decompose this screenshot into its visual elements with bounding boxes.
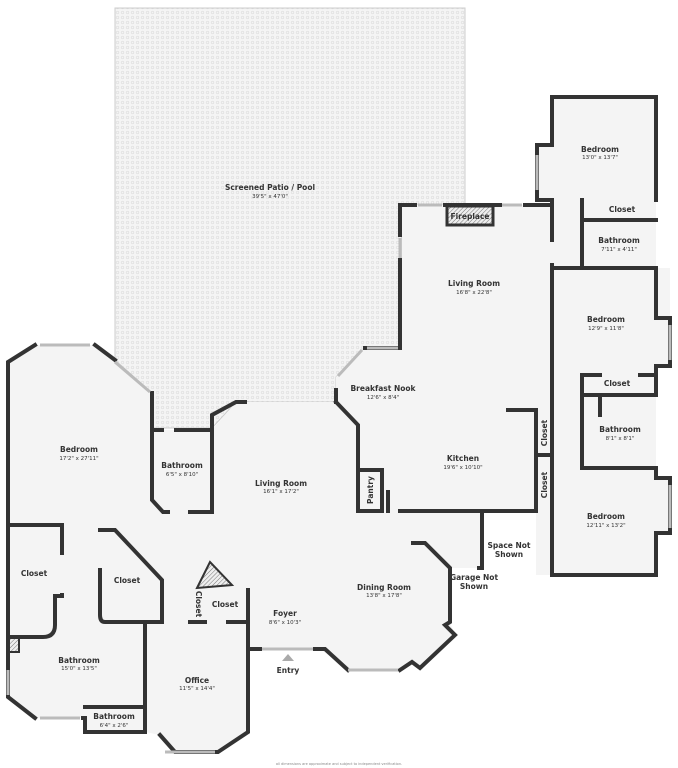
- room-label-closet-k1: Closet: [540, 419, 549, 446]
- svg-text:39'5" x 47'0": 39'5" x 47'0": [252, 194, 288, 200]
- fireplace-hatch: [445, 204, 495, 227]
- svg-text:Kitchen: Kitchen: [447, 454, 479, 463]
- svg-text:Bathroom: Bathroom: [93, 712, 135, 721]
- svg-text:6'4" x 2'6": 6'4" x 2'6": [100, 723, 129, 729]
- room-label-bath-ne: Bathroom 7'11" x 4'11": [598, 236, 640, 253]
- svg-text:16'1" x 17'2": 16'1" x 17'2": [263, 489, 299, 495]
- svg-text:8'1" x 8'1": 8'1" x 8'1": [606, 436, 635, 442]
- svg-text:Bathroom: Bathroom: [598, 236, 640, 245]
- svg-text:Bedroom: Bedroom: [587, 512, 625, 521]
- room-label-kitchen: Kitchen 19'6" x 10'10": [443, 454, 482, 471]
- svg-text:Bedroom: Bedroom: [60, 445, 98, 454]
- svg-text:Office: Office: [185, 676, 209, 685]
- closet-hatch: [195, 560, 235, 590]
- svg-text:12'6" x 8'4": 12'6" x 8'4": [367, 395, 399, 401]
- svg-text:Dining Room: Dining Room: [357, 583, 411, 592]
- svg-text:13'8" x 17'8": 13'8" x 17'8": [366, 593, 402, 599]
- shaft-hatch: [8, 637, 20, 653]
- room-label-patio: Screened Patio / Pool 39'5" x 47'0": [225, 183, 315, 200]
- room-label-living-right: Living Room 16'8" x 22'8": [448, 279, 500, 296]
- room-label-bath-e: Bathroom 8'1" x 8'1": [599, 425, 641, 442]
- svg-text:17'2" x 27'11": 17'2" x 27'11": [59, 456, 98, 462]
- room-label-bedroom-w: Bedroom 17'2" x 27'11": [59, 445, 98, 462]
- svg-text:Living Room: Living Room: [255, 479, 307, 488]
- svg-text:Bedroom: Bedroom: [581, 145, 619, 154]
- room-label-closet-f2: Closet: [212, 600, 239, 609]
- room-label-bath-small: Bathroom 6'4" x 2'6": [93, 712, 135, 729]
- svg-text:Living Room: Living Room: [448, 279, 500, 288]
- svg-text:Breakfast Nook: Breakfast Nook: [350, 384, 416, 393]
- windows: [6, 155, 672, 754]
- room-label-entry: Entry: [277, 666, 300, 675]
- svg-text:Space Not: Space Not: [488, 541, 531, 550]
- room-label-bath-center: Bathroom 6'5" x 8'10": [161, 461, 203, 478]
- svg-text:Bedroom: Bedroom: [587, 315, 625, 324]
- footnote: all dimensions are approximate and subje…: [276, 762, 402, 766]
- room-label-bedroom-se: Bedroom 12'11" x 13'2": [586, 512, 625, 529]
- svg-text:8'6" x 10'3": 8'6" x 10'3": [269, 620, 301, 626]
- room-label-closet-e: Closet: [604, 379, 631, 388]
- room-label-foyer: Foyer 8'6" x 10'3": [269, 609, 301, 626]
- svg-text:13'0" x 13'7": 13'0" x 13'7": [582, 155, 618, 161]
- svg-text:16'8" x 22'8": 16'8" x 22'8": [456, 290, 492, 296]
- svg-text:19'6" x 10'10": 19'6" x 10'10": [443, 465, 482, 471]
- room-label-closet-k2: Closet: [540, 471, 549, 498]
- svg-text:6'5" x 8'10": 6'5" x 8'10": [166, 472, 198, 478]
- svg-text:15'0" x 13'5": 15'0" x 13'5": [61, 666, 97, 672]
- svg-text:7'11" x 4'11": 7'11" x 4'11": [601, 247, 637, 253]
- room-label-closet-ne: Closet: [609, 205, 636, 214]
- room-label-fireplace: Fireplace: [450, 212, 489, 221]
- svg-text:Bathroom: Bathroom: [58, 656, 100, 665]
- svg-text:Shown: Shown: [460, 582, 488, 591]
- svg-text:Bathroom: Bathroom: [161, 461, 203, 470]
- floor-fill: [8, 97, 670, 752]
- entry-arrow-icon: [282, 654, 294, 661]
- svg-text:12'9" x 11'8": 12'9" x 11'8": [588, 326, 624, 332]
- room-label-closet-w2: Closet: [114, 576, 141, 585]
- svg-text:Screened Patio / Pool: Screened Patio / Pool: [225, 183, 315, 192]
- room-label-bedroom-e: Bedroom 12'9" x 11'8": [587, 315, 625, 332]
- walls: [6, 95, 672, 754]
- room-label-closet-f1: Closet: [194, 591, 203, 618]
- room-label-pantry: Pantry: [366, 476, 375, 504]
- svg-text:Shown: Shown: [495, 550, 523, 559]
- svg-text:Garage Not: Garage Not: [450, 573, 498, 582]
- svg-text:11'5" x 14'4": 11'5" x 14'4": [179, 686, 215, 692]
- room-label-closet-w1: Closet: [21, 569, 48, 578]
- svg-text:12'11" x 13'2": 12'11" x 13'2": [586, 523, 625, 529]
- svg-text:Foyer: Foyer: [273, 609, 297, 618]
- room-label-nook: Breakfast Nook 12'6" x 8'4": [350, 384, 416, 401]
- svg-text:Bathroom: Bathroom: [599, 425, 641, 434]
